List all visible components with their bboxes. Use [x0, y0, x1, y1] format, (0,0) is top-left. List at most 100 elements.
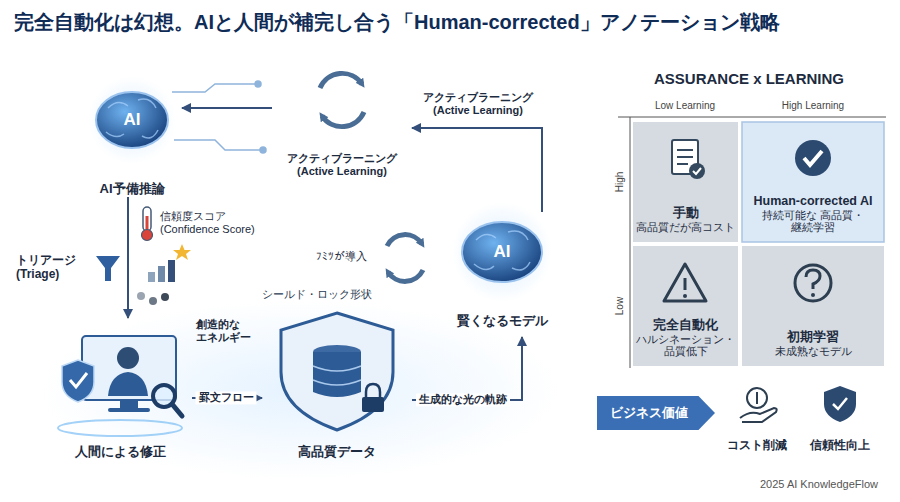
ai-inference-node: AI AI予備推論: [82, 82, 182, 197]
matrix-grid: [633, 122, 738, 242]
node-label: コスト削減: [727, 438, 787, 452]
background-glow: [58, 420, 182, 436]
shield-check-icon: [824, 386, 856, 422]
smarter-model-node: AI 賢くなるモデル: [440, 212, 564, 337]
node-label: 未成熟なモデル: [775, 345, 852, 358]
triage-node: トリアージ (Triage): [16, 248, 122, 286]
node-heading: 手動: [673, 206, 699, 221]
cost-reduction-node: コスト削減: [718, 384, 796, 452]
brain-icon: [88, 76, 176, 164]
human-reviewer-icon: [117, 347, 139, 369]
matrix-grid: [633, 246, 738, 366]
flow-arrow: [412, 337, 522, 400]
cycle-arrows: [322, 112, 364, 127]
callout-text: ﾌﾐﾂが導入: [316, 250, 367, 263]
matrix-grid: [630, 117, 631, 368]
node-label: トリアージ (Triage): [16, 253, 90, 282]
human-reviewer-icon: [62, 360, 94, 402]
warning-icon: [664, 264, 706, 301]
database-shield-icon: [281, 313, 393, 430]
warning-icon: [683, 294, 687, 298]
database-shield-icon: [366, 384, 380, 398]
sorted-dots: [161, 293, 169, 301]
question-icon: [795, 265, 831, 301]
human-review-node: 人間による修正: [48, 318, 192, 460]
callout-text: 創造的な エネルギー: [196, 318, 260, 344]
flow-arrow: [412, 128, 542, 212]
human-reviewer-icon: [120, 400, 138, 408]
sorted-dots: [137, 292, 169, 305]
sorted-dots: [137, 292, 145, 300]
node-label: 高品質データ: [298, 444, 376, 460]
warning-icon: [684, 278, 687, 290]
cycle-arrows: [320, 73, 362, 88]
brain-icon: [106, 99, 158, 138]
edge-label: 罫文フロー: [196, 391, 257, 404]
circuit-lines: [260, 147, 266, 153]
bar-chart-icon: [148, 244, 191, 282]
node-label: ビジネス価値: [610, 405, 688, 421]
matrix-panel: ASSURANCE x LEARNING手動高品質だが高コストHuman-cor…: [612, 66, 886, 372]
document-icon: [677, 150, 693, 164]
database-shield-icon: [362, 397, 384, 412]
matrix-cell: 手動高品質だが高コスト: [633, 122, 738, 242]
node-heading: AI: [124, 110, 141, 130]
node-label: ASSURANCE x LEARNING: [654, 70, 844, 88]
node-heading: シールド・ロック形状: [262, 288, 372, 301]
value-arrow-banner: ビジネス価値: [597, 396, 715, 430]
warning-icon: [664, 264, 706, 301]
background-glow: [40, 300, 560, 480]
thermometer-icon: [142, 230, 153, 241]
brain-icon: [96, 92, 168, 148]
document-icon: [693, 168, 701, 174]
human-reviewer-icon: [70, 373, 87, 387]
footer-text: 2025 AI KnowledgeFlow: [760, 478, 878, 491]
title: 完全自動化は幻想。AIと人間が補完し合う「Human-corrected」アノテ…: [14, 10, 780, 34]
quality-data-node: シールド・ロック形状高品質データ: [262, 288, 412, 460]
question-icon: [811, 293, 815, 297]
node-heading: 完全自動化: [653, 318, 718, 333]
bar-chart-icon: [158, 266, 165, 282]
thermometer-icon: [143, 207, 151, 231]
document-icon: [672, 140, 705, 179]
model-brain-icon: [462, 222, 542, 282]
database-shield-icon: [281, 313, 393, 430]
bar-chart-icon: [148, 272, 155, 282]
circuit-lines: [172, 84, 255, 92]
funnel-icon: [96, 256, 120, 281]
check-icon: [795, 140, 831, 176]
node-label: AI予備推論: [100, 181, 165, 197]
coin-hand-icon: [740, 388, 777, 422]
node-label: 人間による修正: [75, 444, 166, 460]
human-reviewer-icon: [172, 404, 182, 416]
shield-check-icon: [833, 398, 847, 409]
coin-hand-icon: [756, 392, 758, 404]
circuit-lines: [172, 81, 266, 153]
brain-icon: [88, 76, 176, 164]
matrix-grid: [742, 246, 884, 366]
model-brain-icon: [452, 202, 552, 302]
funnel-icon: [96, 256, 120, 281]
axis-label: High: [614, 164, 626, 200]
node-heading: AI: [494, 242, 511, 262]
node-heading: Human-corrected AI: [753, 194, 872, 209]
node-label: 賢くなるモデル: [457, 313, 548, 329]
node-label: ハルシネーション・ 品質低下: [635, 333, 736, 358]
node-label: 持続可能な 高品質・継続学習: [744, 209, 882, 234]
axis-header: High Learning: [773, 100, 853, 112]
matrix-cell: 初期学習未成熟なモデル: [742, 246, 884, 366]
circuit-lines: [255, 81, 261, 87]
node-heading: 初期学習: [787, 330, 839, 345]
document-icon: [689, 163, 705, 179]
matrix-cell: Human-corrected AI持続可能な 高品質・継続学習: [742, 122, 884, 242]
thermometer-icon: [142, 207, 153, 241]
arrow-banner-shape: [597, 396, 715, 430]
sorted-dots: [149, 297, 157, 305]
model-brain-icon: [452, 202, 552, 302]
matrix-cell: 完全自動化ハルシネーション・ 品質低下: [633, 246, 738, 366]
human-reviewer-icon: [62, 336, 182, 416]
bar-chart-icon: [173, 244, 191, 260]
human-reviewer-icon: [108, 408, 150, 412]
matrix-grid: [742, 122, 884, 242]
